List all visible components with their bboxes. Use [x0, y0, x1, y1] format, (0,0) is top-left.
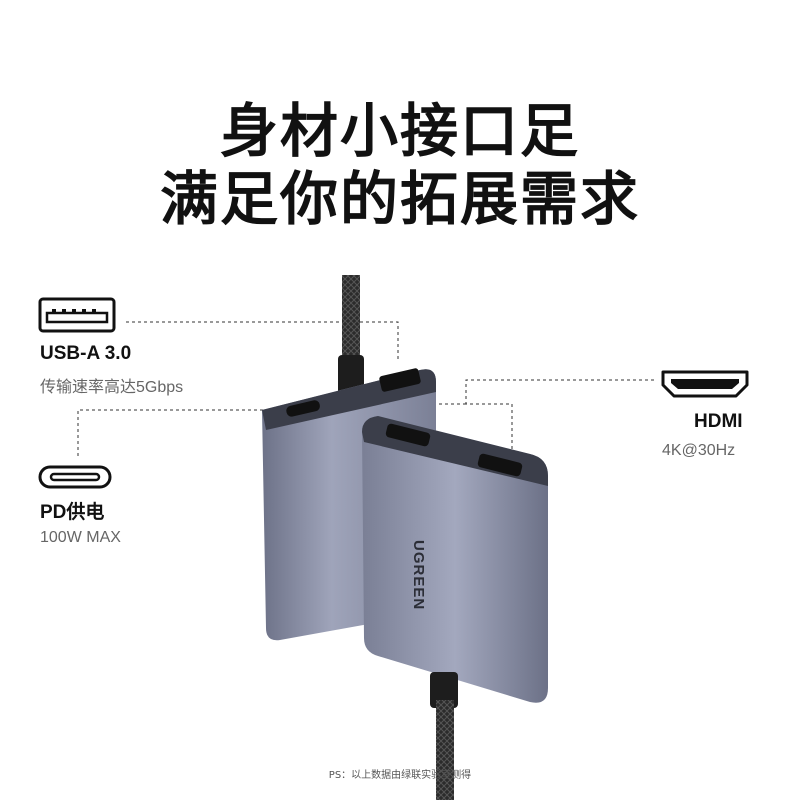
hdmi-subtitle: 4K@30Hz [662, 442, 736, 459]
pd-leader-line [77, 409, 288, 456]
headline-line-1: 身材小接口足 [219, 97, 580, 165]
footnote: PS：以上数据由绿联实验室测得 [328, 770, 472, 781]
top-cable [342, 275, 360, 370]
usb-a-title: USB-A 3.0 [40, 343, 132, 364]
bottom-cable [436, 700, 454, 800]
brand-mark: UGREEN [410, 540, 427, 610]
usb-a-subtitle: 传输速率高达5Gbps [40, 379, 184, 396]
usb-a-port-icon [38, 297, 116, 333]
pd-title: PD供电 [40, 502, 105, 523]
hdmi-leader-line [465, 379, 654, 452]
usb-a-leader-line [126, 321, 399, 360]
hdmi-title: HDMI [694, 411, 743, 432]
front-hub-body [362, 416, 548, 703]
hdmi-port-icon [661, 370, 749, 398]
pd-subtitle: 100W MAX [40, 529, 121, 546]
headline-line-2: 满足你的拓展需求 [159, 165, 640, 233]
usb-c-port-icon [38, 465, 112, 489]
